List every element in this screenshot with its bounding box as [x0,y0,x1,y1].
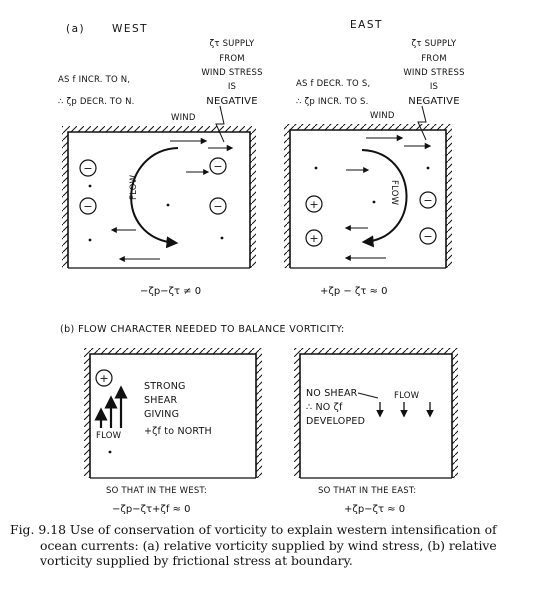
east-dot-1 [314,166,318,170]
svg-text:ζτ SUPPLY: ζτ SUPPLY [412,39,458,49]
west-vortex-1: − [79,159,97,177]
panel-a-east: EAST AS f DECR. TO S, ∴ ζp INCR. TO S. ζ… [284,19,464,297]
svg-text:ζτ SUPPLY: ζτ SUPPLY [210,39,256,49]
beast-flow-label: FLOW [394,391,420,401]
svg-text:IS: IS [228,82,236,92]
east-wind-label: WIND [370,111,395,121]
svg-text:−: − [83,162,92,175]
beast-basin-hatch-top [294,348,458,478]
east-vortex-1: + [305,195,323,213]
figure-caption: Fig. 9.18 Use of conservation of vortici… [10,522,536,569]
east-title: EAST [350,19,383,31]
east-vortex-4: − [419,227,437,245]
caption-line-3: vorticity supplied by frictional stress … [40,553,353,568]
west-note-line2: ∴ ζp DECR. TO N. [58,97,135,107]
bwest-shear: SHEAR [144,395,177,406]
east-dot-2 [426,166,430,170]
east-flow-label: FLOW [389,180,399,206]
east-note-line2: ∴ ζp INCR. TO S. [296,97,369,107]
bwest-basin-hatch-right [256,354,262,478]
beast-basin-hatch-right [452,354,458,478]
bwest-flow-label: FLOW [96,431,122,441]
west-dot-2 [166,203,170,207]
east-gyre-arrow [361,149,408,248]
bwest-equation: −ζp−ζτ+ζf ≈ 0 [112,504,190,515]
beast-developed: DEVELOPED [306,416,365,427]
bwest-to-north: +ζf to NORTH [144,426,212,437]
west-dot-4 [220,236,224,240]
west-wind-label: WIND [171,113,196,123]
bwest-vortex: + [95,369,113,387]
beast-no-shear: NO SHEAR [306,388,358,399]
west-vortex-4: − [209,197,227,215]
bwest-giving: GIVING [144,409,179,420]
panel-b-heading: (b) FLOW CHARACTER NEEDED TO BALANCE VOR… [60,324,345,335]
svg-text:+: + [309,232,318,245]
panel-b-east: NO SHEAR ∴ NO ζf DEVELOPED FLOW SO THAT … [294,348,458,515]
svg-text:−: − [423,230,432,243]
west-vortex-3: − [209,157,227,175]
beast-no-zeta: ∴ NO ζf [306,402,343,413]
beast-so-that: SO THAT IN THE EAST: [318,486,416,496]
svg-text:−: − [83,200,92,213]
svg-text:NEGATIVE: NEGATIVE [206,96,257,107]
west-flow-label: FLOW [129,174,139,200]
east-pointer [417,105,427,141]
west-pointer [215,105,225,143]
east-basin-hatch-right [446,130,452,268]
caption-line-2: ocean currents: (a) relative vorticity s… [40,537,497,553]
panel-a-west: (a) WEST AS f INCR. TO N, ∴ ζp DECR. TO … [58,23,262,297]
east-vortex-2: + [305,229,323,247]
bwest-dot [108,450,112,454]
svg-text:FROM: FROM [219,54,245,64]
west-basin-hatch [62,126,256,268]
svg-text:WIND STRESS: WIND STRESS [201,68,262,78]
east-equation: +ζp − ζτ ≈ 0 [320,286,387,297]
bwest-strong: STRONG [144,381,186,392]
beast-pointer [357,392,379,399]
svg-text:IS: IS [430,82,438,92]
svg-text:−: − [423,194,432,207]
beast-equation: +ζp−ζτ ≈ 0 [344,504,405,515]
east-vortex-3: − [419,191,437,209]
west-dot-1 [88,184,92,188]
west-title: WEST [112,23,148,35]
east-note-line1: AS f DECR. TO S, [296,79,370,89]
east-dot-3 [372,200,376,204]
east-supply-label: ζτ SUPPLY FROM WIND STRESS IS NEGATIVE [403,39,464,107]
svg-text:−: − [213,160,222,173]
west-basin-hatch-right [250,132,256,268]
west-note-line1: AS f INCR. TO N, [58,75,130,85]
svg-text:NEGATIVE: NEGATIVE [408,96,459,107]
caption-line-1: Fig. 9.18 Use of conservation of vortici… [10,522,497,537]
panel-b-west: + FLOW STRONG SHEAR GIVING +ζf to NORTH … [84,348,262,515]
svg-text:WIND STRESS: WIND STRESS [403,68,464,78]
svg-text:+: + [99,372,108,385]
west-vortex-2: − [79,197,97,215]
svg-text:−: − [213,200,222,213]
svg-text:+: + [309,198,318,211]
panel-a-tag: (a) [66,23,85,35]
west-equation: −ζp−ζτ ≠ 0 [140,286,201,297]
west-supply-label: ζτ SUPPLY FROM WIND STRESS IS NEGATIVE [201,39,262,107]
svg-text:FROM: FROM [421,54,447,64]
west-gyre-arrow [130,147,179,249]
west-dot-3 [88,238,92,242]
bwest-so-that: SO THAT IN THE WEST: [106,486,207,496]
